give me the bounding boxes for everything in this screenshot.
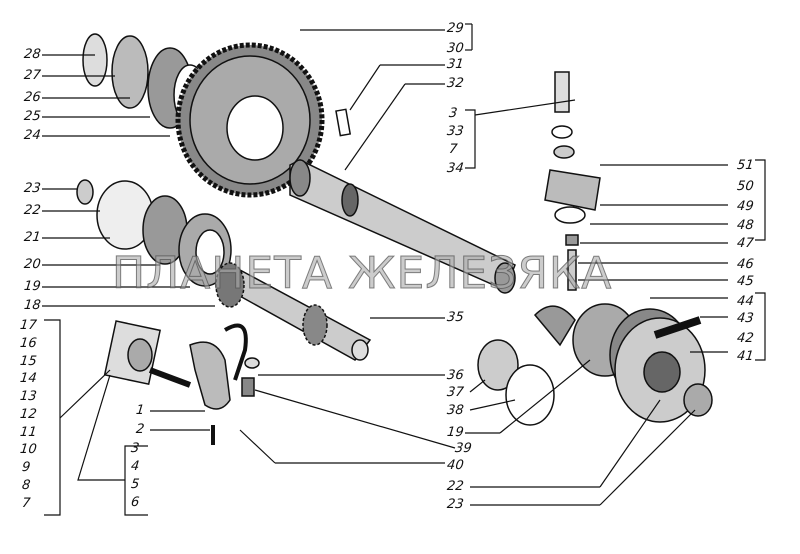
part-label: 1 bbox=[135, 403, 146, 418]
part-label: 28 bbox=[23, 47, 42, 62]
part-label: 25 bbox=[23, 109, 42, 124]
large-gear bbox=[175, 42, 325, 198]
bearing-assembly-middle bbox=[76, 179, 232, 287]
part-label: 37 bbox=[446, 385, 465, 400]
part-label: 3 bbox=[130, 441, 141, 456]
part-label: 24 bbox=[23, 128, 42, 143]
part-label: 34 bbox=[446, 161, 465, 176]
part-label: 2 bbox=[135, 422, 146, 437]
part-label: 4 bbox=[130, 459, 141, 474]
part-label: 29 bbox=[446, 21, 465, 36]
part-label: 27 bbox=[23, 68, 42, 83]
part-label: 17 bbox=[19, 318, 38, 333]
part-label: 49 bbox=[736, 199, 755, 214]
part-label: 50 bbox=[736, 179, 755, 194]
part-label: 44 bbox=[736, 294, 755, 309]
cover-flange bbox=[103, 320, 192, 388]
part-label: 7 bbox=[21, 496, 32, 511]
gear-shaft bbox=[215, 262, 372, 361]
part-label: 39 bbox=[454, 441, 473, 456]
main-shaft bbox=[289, 159, 516, 294]
part-label: 23 bbox=[446, 497, 465, 512]
part-label: 18 bbox=[23, 298, 42, 313]
part-label: 45 bbox=[736, 274, 755, 289]
part-label: 7 bbox=[448, 142, 459, 157]
part-label: 41 bbox=[736, 349, 755, 364]
part-label: 23 bbox=[23, 181, 42, 196]
part-label: 30 bbox=[446, 41, 465, 56]
part-label: 40 bbox=[446, 458, 465, 473]
part-label: 36 bbox=[446, 368, 465, 383]
part-label: 16 bbox=[19, 336, 38, 351]
part-label: 8 bbox=[21, 478, 32, 493]
part-label: 21 bbox=[23, 230, 42, 245]
part-label: 19 bbox=[23, 279, 42, 294]
part-label: 11 bbox=[19, 425, 38, 440]
part-label: 10 bbox=[19, 442, 38, 457]
part-label: 12 bbox=[19, 407, 38, 422]
part-label: 14 bbox=[19, 371, 38, 386]
part-label: 15 bbox=[19, 354, 38, 369]
part-label: 20 bbox=[23, 257, 42, 272]
part-label: 51 bbox=[736, 158, 755, 173]
bearing-assembly-right bbox=[477, 303, 713, 426]
part-label: 38 bbox=[446, 403, 465, 418]
part-label: 22 bbox=[23, 203, 42, 218]
shift-fork bbox=[189, 323, 248, 410]
part-label: 26 bbox=[23, 90, 42, 105]
part-label: 19 bbox=[446, 425, 465, 440]
part-label: 22 bbox=[446, 479, 465, 494]
part-label: 46 bbox=[736, 257, 755, 272]
part-label: 9 bbox=[21, 460, 32, 475]
part-label: 33 bbox=[446, 124, 465, 139]
part-label: 42 bbox=[736, 331, 755, 346]
part-label: 5 bbox=[130, 477, 141, 492]
part-label: 32 bbox=[446, 76, 465, 91]
part-label: 48 bbox=[736, 218, 755, 233]
part-label: 35 bbox=[446, 310, 465, 325]
key-pin bbox=[335, 108, 352, 137]
watermark: ПЛАНЕТА ЖЕЛЕЗЯКА bbox=[111, 248, 613, 300]
part-label: 43 bbox=[736, 311, 755, 326]
part-label: 13 bbox=[19, 389, 38, 404]
part-label: 31 bbox=[446, 57, 465, 72]
part-label: 47 bbox=[736, 236, 755, 251]
leader-lines bbox=[42, 23, 766, 516]
part-label: 3 bbox=[448, 106, 459, 121]
plug-39 bbox=[241, 377, 255, 397]
part-label: 6 bbox=[130, 495, 141, 510]
washer-36 bbox=[244, 357, 260, 369]
